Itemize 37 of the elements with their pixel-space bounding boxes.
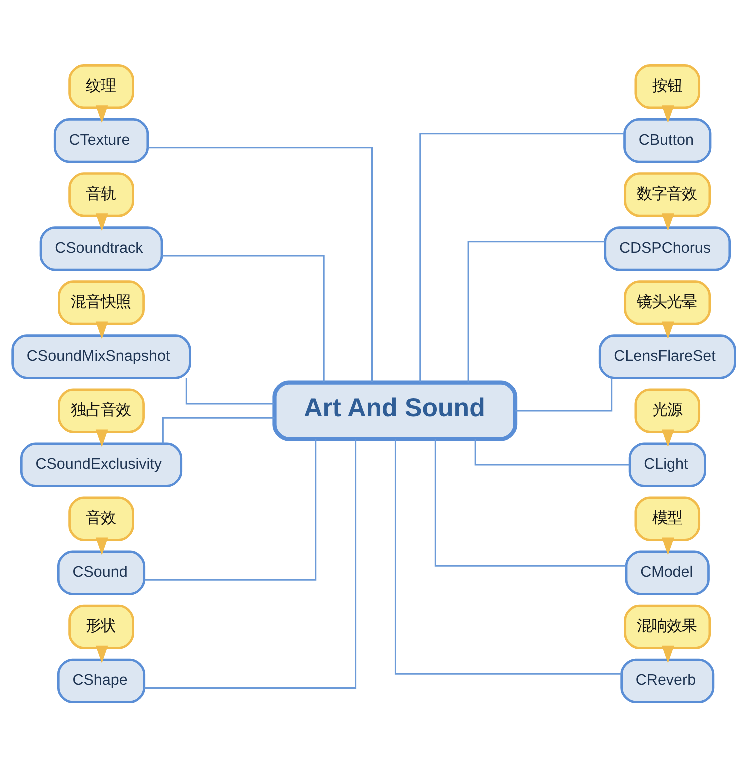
arrow	[662, 106, 674, 124]
arrow	[662, 646, 674, 664]
node-box: CLensFlareSet	[598, 334, 736, 380]
node-box: CButton	[624, 118, 712, 164]
connector	[420, 133, 625, 382]
connector	[148, 147, 373, 382]
node-box: CSound	[57, 550, 146, 596]
connector	[144, 440, 357, 689]
connector	[162, 417, 275, 444]
node-box: CModel	[625, 550, 710, 596]
connector	[186, 378, 274, 405]
arrow	[96, 214, 108, 232]
connector	[468, 241, 606, 383]
node-box: CReverb	[620, 658, 715, 704]
node-box: CSoundExclusivity	[20, 442, 183, 488]
node-box: CSoundtrack	[40, 226, 164, 272]
node-box: CSoundMixSnapshot	[12, 334, 192, 380]
arrow	[662, 322, 674, 340]
arrow	[662, 430, 674, 448]
arrow	[96, 106, 108, 124]
arrow	[662, 214, 674, 232]
connector	[434, 439, 626, 567]
arrow	[96, 322, 108, 340]
node-box: CShape	[57, 658, 146, 704]
arrow	[662, 538, 674, 556]
node-box: CTexture	[54, 118, 150, 164]
node-box: CLight	[628, 442, 706, 488]
arrow	[96, 538, 108, 556]
connector	[144, 439, 317, 581]
connector	[516, 378, 613, 412]
node-box: CDSPChorus	[604, 226, 732, 272]
connector	[162, 255, 325, 383]
arrow	[96, 430, 108, 448]
node-box: Art And Sound	[272, 380, 518, 442]
connector	[474, 439, 630, 466]
connector	[394, 440, 622, 675]
arrow	[96, 646, 108, 664]
